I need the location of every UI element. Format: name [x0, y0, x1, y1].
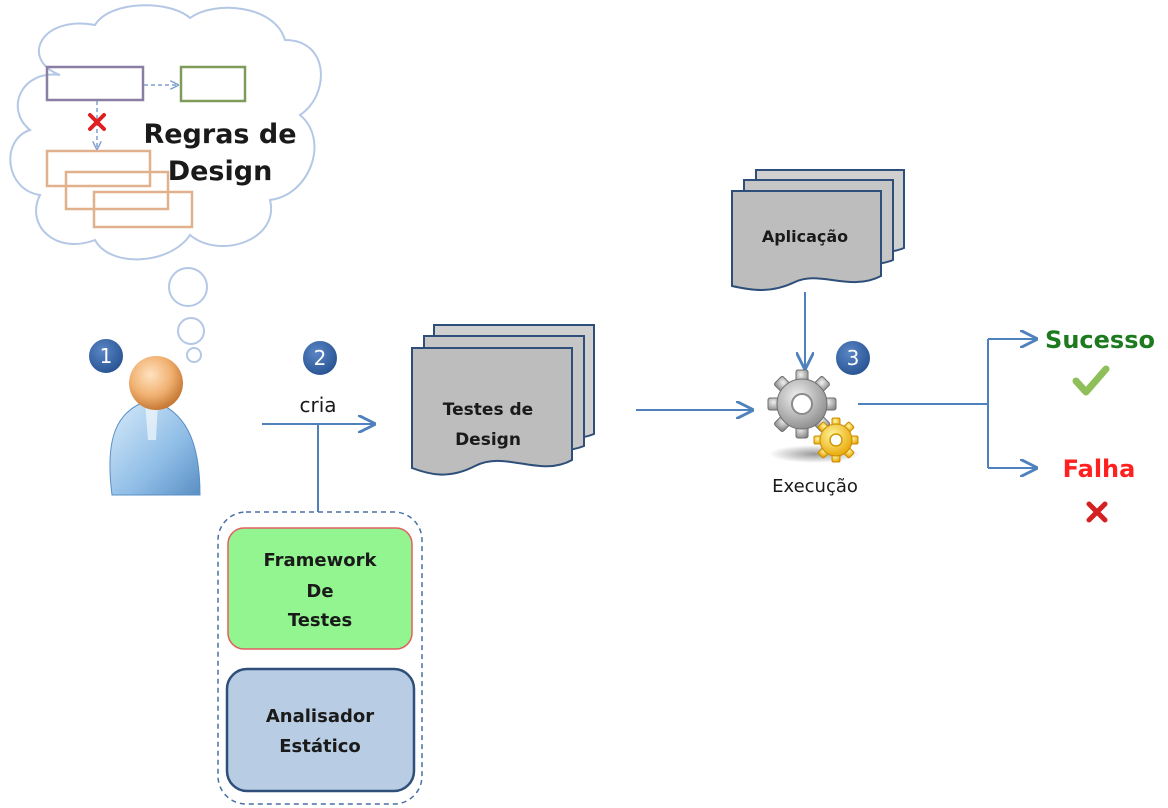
failure-label: Falha — [1063, 455, 1136, 483]
user-icon — [109, 356, 201, 496]
cloud-title-line1: Regras de — [143, 119, 296, 150]
gears-icon — [767, 369, 861, 463]
success-label: Sucesso — [1045, 326, 1155, 354]
svg-text:Analisador: Analisador — [266, 706, 374, 727]
svg-text:1: 1 — [100, 344, 113, 368]
sketch-box-brown-3 — [92, 190, 194, 229]
svg-text:De: De — [306, 581, 333, 602]
svg-text:Framework: Framework — [264, 550, 378, 571]
cross-icon — [1086, 501, 1108, 523]
svg-text:Design: Design — [455, 430, 521, 450]
svg-text:3: 3 — [847, 346, 860, 370]
step-badge-2: 2 — [301, 339, 339, 377]
step-badge-3: 3 — [834, 339, 872, 377]
application-document: Aplicação — [731, 169, 905, 291]
thought-cloud: Regras de Design — [9, 4, 322, 363]
tools-group: Framework De Testes Analisador Estático — [217, 511, 423, 805]
sketch-box-green — [179, 65, 247, 103]
cloud-title-line2: Design — [168, 156, 273, 187]
svg-text:Aplicação: Aplicação — [762, 227, 848, 246]
static-analyzer-box: Analisador Estático — [225, 667, 416, 793]
sketch-box-brown-1 — [45, 149, 152, 188]
svg-text:2: 2 — [314, 346, 327, 370]
execution-label: Execução — [772, 476, 858, 497]
step-badge-1: 1 — [87, 337, 125, 375]
svg-text:Estático: Estático — [279, 736, 361, 757]
svg-text:Testes de: Testes de — [443, 400, 533, 420]
svg-text:Testes: Testes — [288, 610, 352, 631]
framework-box: Framework De Testes — [227, 527, 413, 650]
create-label: cria — [299, 393, 336, 417]
sketch-box-purple — [45, 65, 145, 102]
checkmark-icon — [1072, 365, 1110, 396]
cross-icon — [88, 113, 106, 131]
sketch-box-brown-2 — [64, 170, 170, 211]
outcome-branches — [858, 339, 1036, 468]
design-tests-document: Testes de Design — [411, 324, 595, 476]
